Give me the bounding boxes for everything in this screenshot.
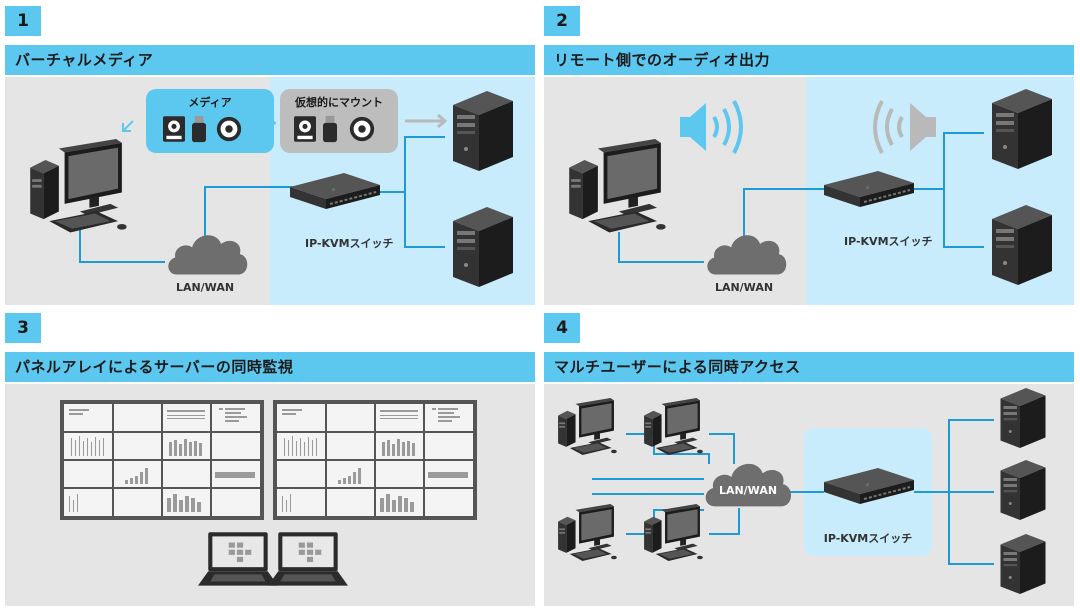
disc-icon xyxy=(349,116,375,142)
laptop-icon xyxy=(198,532,278,586)
kvm-switch-label: IP-KVMスイッチ xyxy=(824,532,913,545)
server-icon xyxy=(453,91,513,171)
connection-lines xyxy=(79,136,445,263)
virtual-media-diagram: メディア 仮想的にマウント LAN/WAN xyxy=(30,77,535,305)
panel-body: LAN/WAN IP-KVMスイッチ xyxy=(544,384,1074,606)
user-pc-icon xyxy=(644,398,703,456)
user-pc-icon xyxy=(644,504,703,562)
floppy-icon xyxy=(294,116,316,142)
panel-title: マルチユーザーによる同時アクセス xyxy=(544,352,1074,382)
monitor-wall-right xyxy=(272,399,478,521)
laptop-icon xyxy=(268,532,348,586)
server-icon xyxy=(1000,534,1046,594)
panel-array-diagram xyxy=(60,399,478,586)
connection-lines xyxy=(618,132,984,263)
panel-title: リモート側でのオーディオ出力 xyxy=(544,45,1074,75)
panel-body: メディア 仮想的にマウント LAN/WAN xyxy=(5,77,535,305)
server-icon xyxy=(992,205,1052,285)
arrow-to-pc-icon xyxy=(122,120,134,132)
cloud-icon xyxy=(707,235,787,275)
local-pc-icon xyxy=(569,139,666,233)
panel-number: 2 xyxy=(544,6,580,36)
server-icon xyxy=(453,207,513,287)
panel-number: 4 xyxy=(544,313,580,343)
kvm-switch-label: IP-KVMスイッチ xyxy=(305,237,394,250)
server-icon xyxy=(1000,388,1046,448)
panel-title: パネルアレイによるサーバーの同時監視 xyxy=(5,352,535,382)
floppy-icon xyxy=(163,116,185,142)
network-label: LAN/WAN xyxy=(719,484,777,497)
remote-audio-diagram: LAN/WAN IP-KVMスイッチ xyxy=(569,77,1074,305)
cloud-icon xyxy=(168,235,248,275)
server-icon xyxy=(1000,460,1046,520)
server-icon xyxy=(992,89,1052,169)
panel-number: 3 xyxy=(5,313,41,343)
virtual-mount-label: 仮想的にマウント xyxy=(294,95,383,109)
speaker-remote-icon xyxy=(873,100,936,154)
multi-user-diagram: LAN/WAN IP-KVMスイッチ xyxy=(558,388,1046,594)
network-label: LAN/WAN xyxy=(715,281,773,294)
local-pc-icon xyxy=(30,139,127,233)
panel-title: バーチャルメディア xyxy=(5,45,535,75)
panel-number: 1 xyxy=(5,6,41,36)
media-label: メディア xyxy=(188,95,231,109)
network-label: LAN/WAN xyxy=(176,281,234,294)
panel-body xyxy=(5,384,535,606)
speaker-local-icon xyxy=(680,100,743,154)
user-pc-icon xyxy=(558,398,617,456)
user-pc-icon xyxy=(558,504,617,562)
disc-icon xyxy=(216,116,242,142)
panel-body: LAN/WAN IP-KVMスイッチ xyxy=(544,77,1074,305)
arrow-to-server-icon xyxy=(405,113,448,129)
arrow-head-icon xyxy=(122,123,131,132)
kvm-switch-label: IP-KVMスイッチ xyxy=(844,235,933,248)
monitor-wall-left xyxy=(60,400,264,520)
